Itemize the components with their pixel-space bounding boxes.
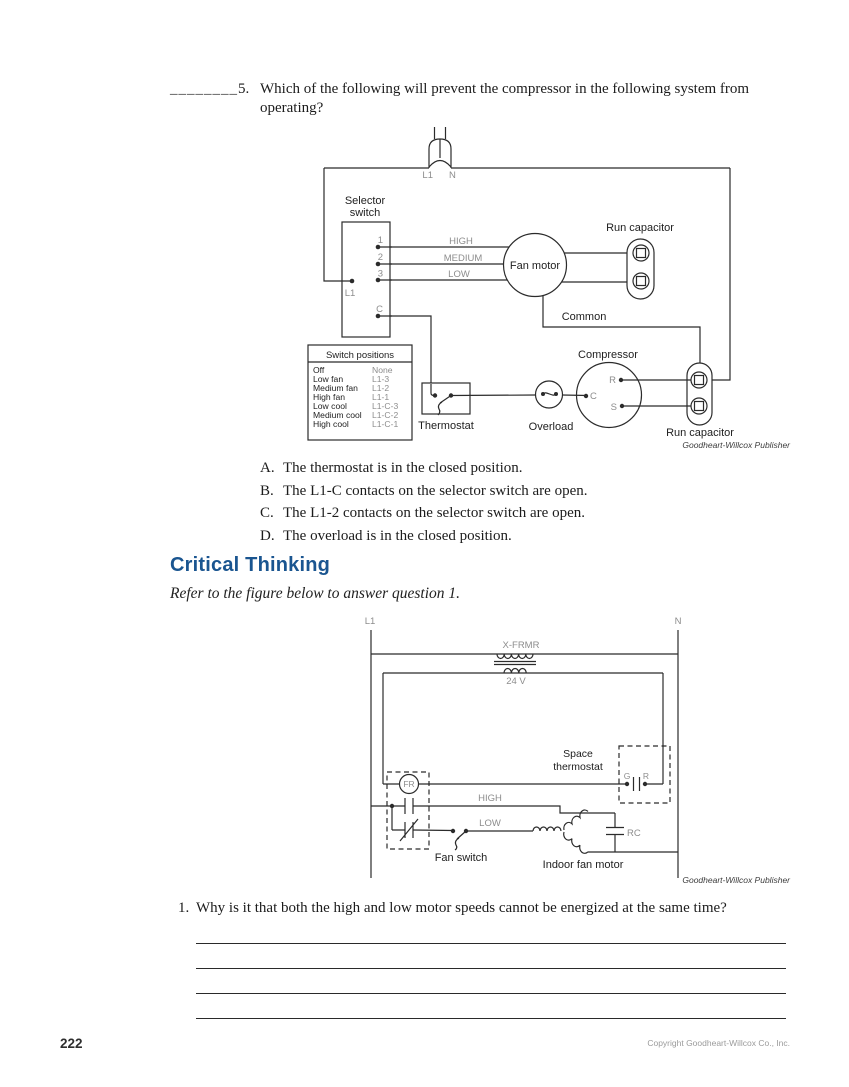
svg-text:None: None [372,365,393,375]
question-text-line1: Which of the following will prevent the … [260,81,750,97]
diagram1-labels: L1 N Selector switch 1 2 3 C L1 HIGH MED… [313,170,734,439]
svg-text:thermostat: thermostat [553,761,603,773]
fan-switch-label: Fan switch [435,852,488,864]
section-title: Critical Thinking [170,554,331,576]
svg-text:High fan: High fan [313,392,345,402]
l1-top-label: L1 [422,170,433,181]
overload-label: Overload [529,421,574,433]
n-rail-label: N [675,616,682,627]
svg-text:Low fan: Low fan [313,374,343,384]
switch-positions-table: Switch positions Off None Low fan L1-3 M… [313,350,398,429]
svg-text:L1-1: L1-1 [372,392,389,402]
section-intro: Refer to the figure below to answer ques… [170,585,461,602]
svg-text:L1-C-3: L1-C-3 [372,401,398,411]
fan-relay-coil [398,773,420,795]
answer-line [196,993,786,994]
answer-line [196,968,786,969]
r-terminal-label: R [609,375,616,386]
fan-relay-group [386,771,430,850]
selector-switch-label: Selector [345,195,386,207]
transformer-label: X-FRMR [503,640,540,651]
fan-control-ladder-diagram: L1 N X-FRMR 24 V Space thermostat G R FR… [365,616,682,878]
svg-text:Low cool: Low cool [313,401,347,411]
thermostat-label: Thermostat [418,420,474,432]
c-terminal-label: C [590,391,597,402]
rc-label: RC [627,828,641,839]
fan-motor-label: Fan motor [510,260,560,272]
indoor-fan-motor-symbol [532,809,589,854]
svg-text:Medium cool: Medium cool [313,410,362,420]
run-capacitor-bottom-label: Run capacitor [666,427,734,439]
svg-text:L1-C-1: L1-C-1 [372,419,398,429]
switch-positions-box [307,344,413,441]
transformer-symbol [496,653,534,674]
nc-contact [399,818,419,842]
choice-d: D.The overload is in the closed position… [260,527,512,544]
answer-choices: A.The thermostat is in the closed positi… [260,457,800,547]
answer-blank: ________ [170,81,238,97]
question-text: Why is it that both the high and low mot… [196,900,727,916]
answer-line [196,943,786,944]
fan-motor-symbol [502,232,568,298]
svg-text:High cool: High cool [313,419,349,429]
overload-symbol [534,380,564,409]
svg-text:L1-C-2: L1-C-2 [372,410,398,420]
question-5: ________ 5. Which of the following will … [170,80,798,117]
low-label: LOW [479,818,501,829]
common-label: Common [562,311,607,323]
copyright-text: Copyright Goodheart-Willcox Co., Inc. [647,1038,790,1048]
low-speed-label: LOW [448,269,470,280]
table-title: Switch positions [326,350,394,361]
question-number: 1. [178,900,190,916]
space-thermostat-label: Space [563,748,593,760]
high-label: HIGH [478,793,502,804]
space-thermostat-group [618,745,671,804]
medium-speed-label: MEDIUM [444,253,483,264]
no-contact [404,798,414,814]
terminal-l1-label: L1 [345,288,356,299]
n-top-label: N [449,170,456,181]
figure-credit: Goodheart-Willcox Publisher [682,440,790,450]
svg-text:Off: Off [313,365,325,375]
choice-c: C.The L1-2 contacts on the selector swit… [260,505,585,521]
choice-a: A.The thermostat is in the closed positi… [260,460,523,476]
high-speed-label: HIGH [449,236,473,247]
question-number: 5. [238,81,250,97]
answer-line [196,1018,786,1019]
run-capacitor-top-label: Run capacitor [606,222,674,234]
s-terminal-label: S [611,402,617,413]
r-terminal-label: R [643,771,649,781]
compressor-circuit-diagram: L1 N Selector switch 1 2 3 C L1 HIGH MED… [307,127,734,441]
svg-text:L1-2: L1-2 [372,383,389,393]
diagram2-labels: L1 N X-FRMR 24 V Space thermostat G R FR… [365,616,682,871]
fr-coil-label: FR [403,779,414,789]
fan-relay-dashed-box [386,771,430,850]
page-number: 222 [60,1036,83,1051]
indoor-fan-motor-label: Indoor fan motor [543,859,624,871]
fan-switch-symbol [450,828,469,851]
terminal-1-label: 1 [378,235,383,246]
power-plug-icon [428,127,452,168]
terminal-c-label: C [376,304,383,315]
figure-credit: Goodheart-Willcox Publisher [682,875,790,885]
g-terminal-label: G [624,771,631,781]
terminal-2-label: 2 [378,252,383,263]
voltage-label: 24 V [506,676,526,687]
l1-rail-label: L1 [365,616,376,627]
svg-text:L1-3: L1-3 [372,374,389,384]
question-1: 1. Why is it that both the high and low … [178,900,794,917]
svg-text:Medium fan: Medium fan [313,383,358,393]
thermostat-contact [632,777,641,791]
svg-text:switch: switch [350,207,381,219]
question-text-line2: operating? [260,99,324,116]
compressor-label: Compressor [578,349,638,361]
space-thermostat-dashed-box [618,745,671,804]
wires [370,630,679,878]
choice-b: B.The L1-C contacts on the selector swit… [260,482,588,499]
component-details [308,127,708,416]
terminal-3-label: 3 [378,269,383,280]
